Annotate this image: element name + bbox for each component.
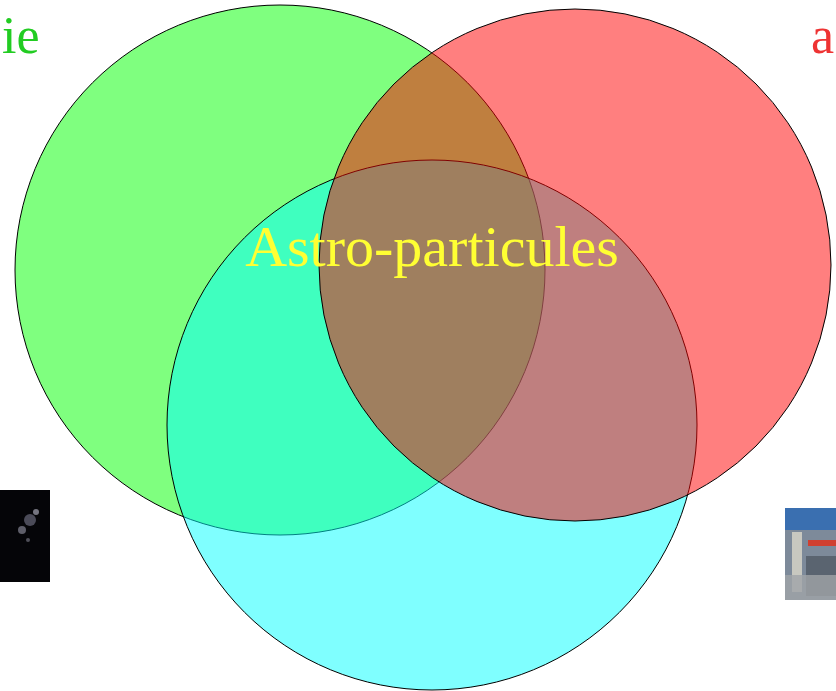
field-label: a bbox=[811, 10, 834, 62]
field-label: ie bbox=[2, 10, 40, 62]
photo-left bbox=[0, 490, 50, 582]
photo-right bbox=[785, 508, 836, 600]
center-label: Astro-particules bbox=[245, 218, 619, 276]
